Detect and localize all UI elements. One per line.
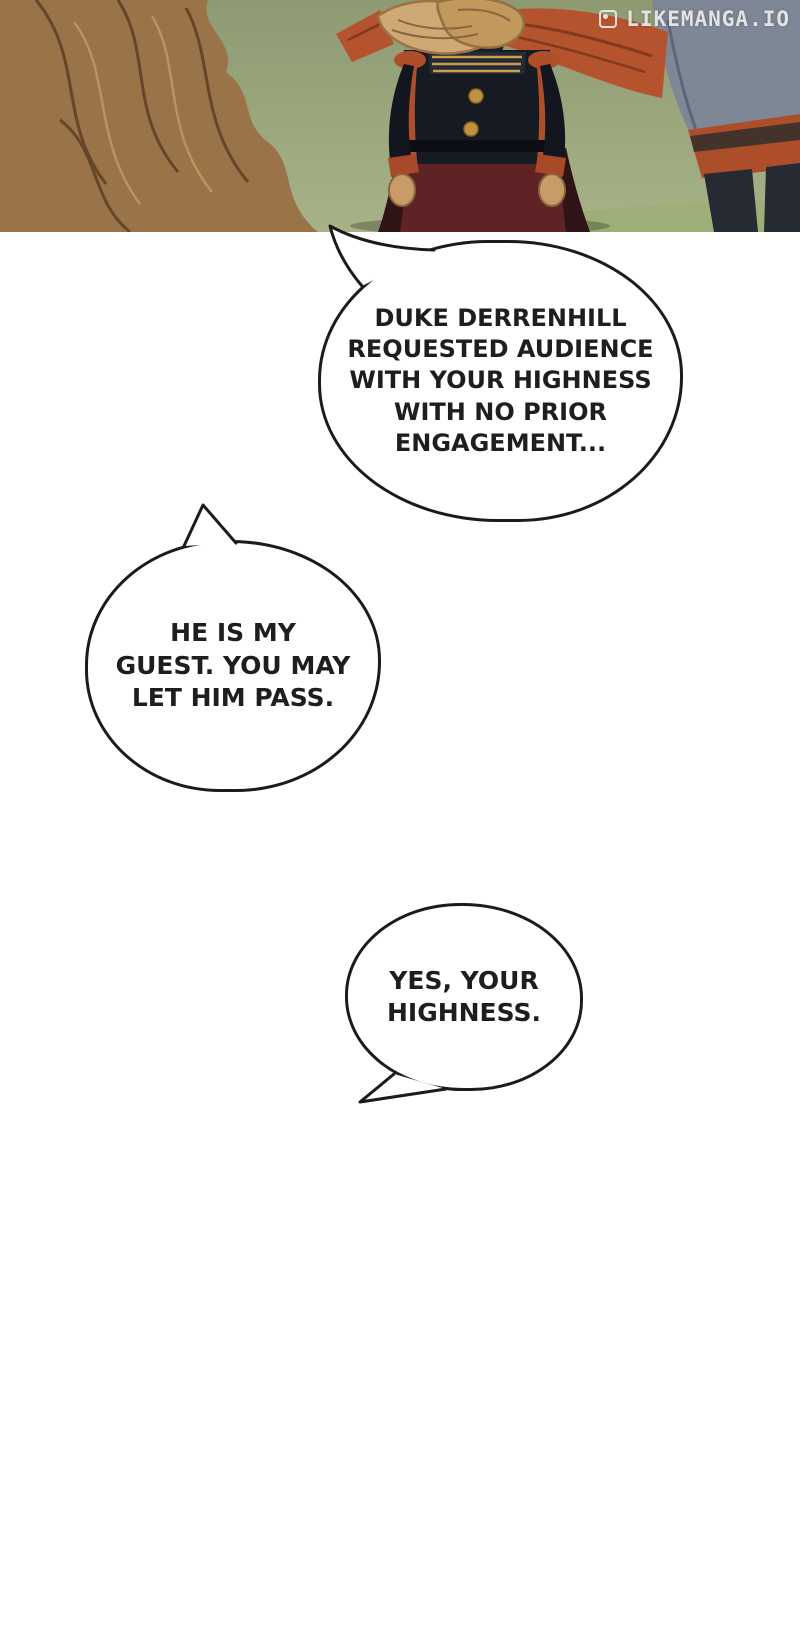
likemanga-logo-icon: [599, 10, 618, 28]
clasped-hands: [336, 0, 525, 62]
left-hand: [388, 173, 416, 207]
uniform-belt: [402, 140, 552, 152]
center-figure-uniform: [378, 38, 590, 232]
comic-panel-artwork: [0, 0, 800, 232]
uniform-jacket: [399, 50, 555, 164]
watermark-text: LIKEMANGA.IO: [626, 7, 790, 31]
hair: [0, 0, 318, 232]
gold-button: [463, 121, 479, 137]
speech-bubble-text: YES, YOUR HIGHNESS.: [386, 965, 542, 1028]
site-watermark: LIKEMANGA.IO: [599, 7, 790, 31]
right-hand: [538, 173, 566, 207]
gold-button: [468, 88, 484, 104]
right-figure: [500, 0, 800, 232]
epaulette: [394, 51, 426, 69]
speech-bubble-text: DUKE DERRENHILL REQUESTED AUDIENCE WITH …: [347, 304, 654, 457]
speech-bubble-acknowledgement: YES, YOUR HIGHNESS.: [345, 903, 583, 1091]
speech-bubble-text: HE IS MY GUEST. YOU MAY LET HIM PASS.: [115, 618, 351, 713]
epaulette: [528, 51, 560, 69]
speech-bubble-reply: HE IS MY GUEST. YOU MAY LET HIM PASS.: [85, 540, 381, 792]
speech-bubble-announcement: DUKE DERRENHILL REQUESTED AUDIENCE WITH …: [318, 240, 683, 522]
